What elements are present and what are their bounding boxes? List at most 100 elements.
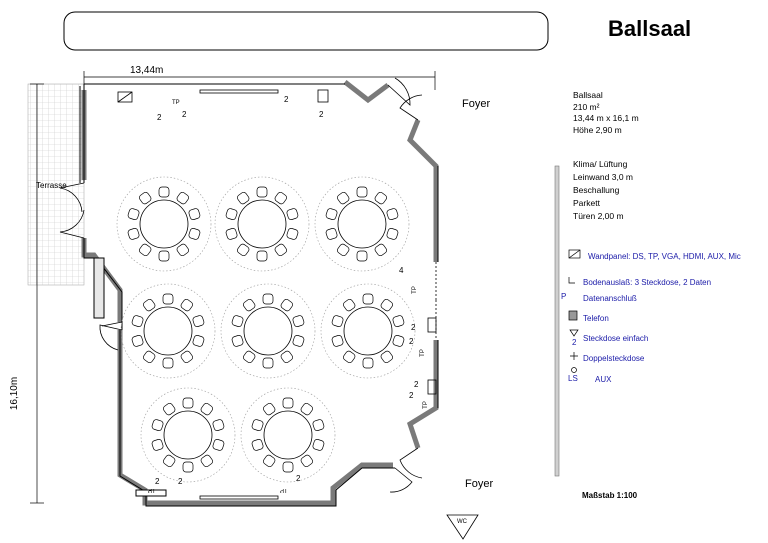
chair [212, 439, 225, 451]
legend-symbols [568, 249, 581, 373]
chair [343, 350, 356, 364]
chair [292, 335, 305, 347]
height-dimension [30, 83, 44, 504]
chair [162, 293, 174, 305]
table-8 [240, 387, 336, 483]
chair [231, 315, 244, 327]
chair [158, 186, 170, 198]
round-table [143, 306, 193, 356]
legend-item-floor: Bodenauslaß: 3 Steckdose, 2 Daten [583, 278, 712, 287]
table-clearance-ring [116, 176, 212, 272]
feature-item: Beschallung [573, 185, 620, 195]
round-table [237, 199, 287, 249]
screen-and-panels [117, 89, 437, 500]
tp-label: TP [419, 349, 426, 357]
table-7 [140, 387, 236, 483]
chair [131, 315, 144, 327]
single-socket-icon [569, 329, 579, 337]
chair [331, 335, 344, 347]
round-table [263, 410, 313, 460]
legend-item-double: Doppelsteckdose [583, 354, 645, 363]
chair [325, 208, 338, 220]
legend-item-aux: AUX [595, 375, 612, 384]
table-1 [116, 176, 212, 272]
round-table [139, 199, 189, 249]
chair [243, 350, 256, 364]
round-table [163, 410, 213, 460]
chair [182, 397, 194, 409]
chair [292, 315, 305, 327]
foyer-label-top: Foyer [462, 98, 491, 110]
outlet-count: 2 [409, 391, 414, 400]
outlet-count: 2 [296, 474, 301, 483]
chair [374, 243, 387, 257]
chair [392, 315, 405, 327]
chair [176, 191, 189, 205]
foyer-label-bottom: Foyer [465, 478, 494, 490]
chair [151, 419, 164, 431]
outlet-count: 2 [182, 110, 187, 119]
terrace-label: Terrasse [36, 181, 67, 190]
outlet-count: 2 [284, 95, 289, 104]
room-size: 13,44 m x 16,1 m [573, 113, 639, 123]
round-table [243, 306, 293, 356]
chair [362, 357, 374, 369]
legend-aux-symbol: LS [568, 374, 578, 383]
aux-icon [571, 367, 577, 373]
scale-label: Maßstab 1:100 [582, 491, 638, 500]
outlet-count: 2 [414, 380, 419, 389]
outlet-count: 2 [409, 337, 414, 346]
legend-item-data: Datenanschluß [583, 294, 637, 303]
chair [262, 357, 274, 369]
scale-bar [554, 165, 560, 477]
chair [139, 191, 152, 205]
chair [386, 208, 399, 220]
chair [158, 250, 170, 262]
chair [163, 454, 176, 468]
chair [263, 454, 276, 468]
legend-item-panel: Wandpanel: DS, TP, VGA, HDMI, AUX, Mic [588, 252, 741, 261]
chair [182, 461, 194, 473]
chair [163, 402, 176, 416]
outlet-count: 2 [157, 113, 162, 122]
chair [127, 208, 140, 220]
legend-item-single: Steckdose einfach [583, 334, 649, 343]
chair [374, 191, 387, 205]
chair [343, 298, 356, 312]
room-height: Höhe 2,90 m [573, 124, 622, 135]
wc-label: WC [457, 519, 467, 525]
legend-item-phone: Telefon [583, 314, 609, 323]
feature-item: Türen 2,00 m [573, 211, 624, 221]
chair [256, 186, 268, 198]
table-4 [120, 283, 216, 379]
chair [362, 293, 374, 305]
table-3 [314, 176, 410, 272]
chair [337, 243, 350, 257]
legend-single-symbol: 2 [572, 338, 577, 347]
chair [300, 454, 313, 468]
chair [131, 335, 144, 347]
chair [274, 243, 287, 257]
chair [280, 298, 293, 312]
tp-label: TP [148, 487, 156, 493]
table-clearance-ring [214, 176, 310, 272]
chair [312, 419, 325, 431]
table-clearance-ring [220, 283, 316, 379]
table-clearance-ring [314, 176, 410, 272]
chair [143, 350, 156, 364]
tp-label: TP [422, 401, 429, 409]
chair [139, 243, 152, 257]
chair [180, 298, 193, 312]
feature-item: Leinwand 3,0 m [573, 172, 634, 182]
outlet-count: 4 [399, 266, 404, 275]
outlet-count: 2 [411, 323, 416, 332]
outlet-count: 2 [319, 110, 324, 119]
chair [380, 298, 393, 312]
chair [212, 419, 225, 431]
page-title: Ballsaal [608, 16, 692, 41]
outlet-count: 2 [155, 477, 160, 486]
wc-marker [446, 514, 479, 540]
table-clearance-ring [320, 283, 416, 379]
